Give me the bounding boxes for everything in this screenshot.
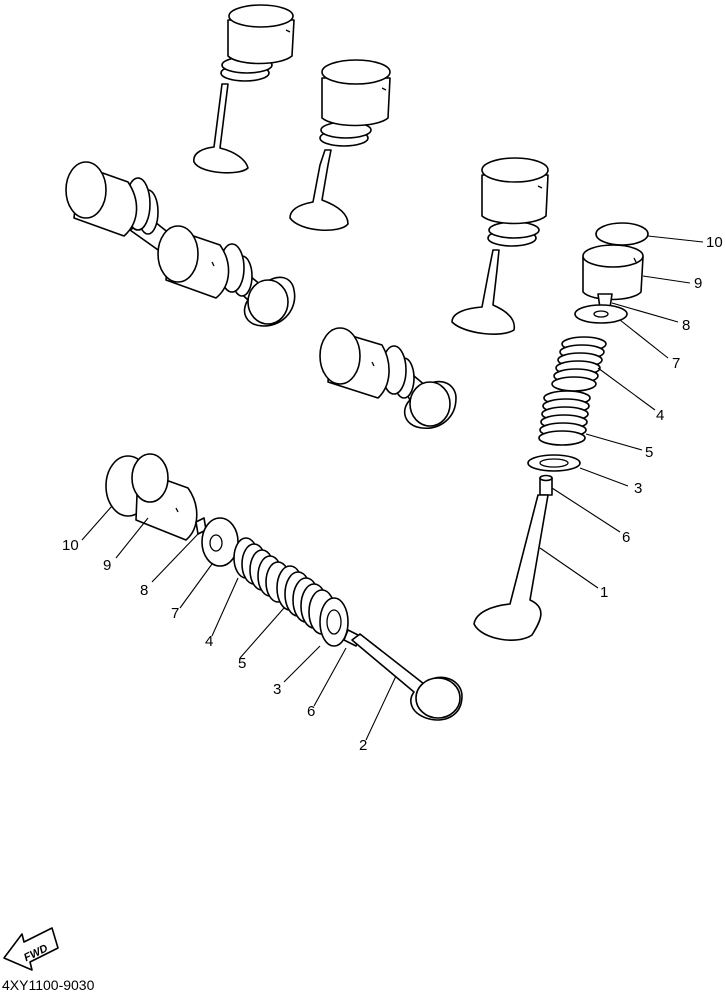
callout-right-stem-seal: 6 bbox=[622, 529, 630, 546]
spring-retainer-right bbox=[574, 304, 628, 324]
callout-right-inner-spring: 5 bbox=[645, 444, 653, 461]
callout-right-shim: 10 bbox=[706, 234, 723, 251]
exploded-assembly-right bbox=[473, 222, 649, 641]
spring-seat-right bbox=[527, 454, 581, 472]
valve-shim-right bbox=[595, 222, 649, 246]
callout-right-spring-seat: 3 bbox=[634, 480, 642, 497]
valve-assembly-upright-a bbox=[193, 4, 295, 174]
callout-left-valve: 2 bbox=[359, 737, 367, 754]
intake-valve-right bbox=[473, 494, 549, 641]
callout-right-lifter: 9 bbox=[694, 275, 702, 292]
valve-spring-outer-right bbox=[551, 336, 607, 392]
valve-assembly-tilted-f bbox=[319, 327, 457, 429]
callout-left-spring-seat: 3 bbox=[273, 681, 281, 698]
callout-right-outer-spring: 4 bbox=[656, 407, 664, 424]
callout-left-cotter: 8 bbox=[140, 582, 148, 599]
spring-seat-left bbox=[319, 597, 349, 647]
callouts-right: 10 9 8 7 4 5 3 6 1 bbox=[600, 234, 723, 601]
callout-left-shim: 10 bbox=[62, 537, 79, 554]
spring-retainer-left bbox=[201, 517, 239, 567]
callout-right-valve: 1 bbox=[600, 584, 608, 601]
valve-assembly-upright-b bbox=[289, 59, 391, 232]
callout-left-inner-spring: 5 bbox=[238, 655, 246, 672]
callouts-left: 10 9 8 7 4 5 3 6 2 bbox=[62, 537, 367, 754]
callout-right-retainer: 7 bbox=[672, 355, 680, 372]
valve-lifter-right bbox=[582, 256, 644, 301]
drawing-code: 4XY1100-9030 bbox=[2, 977, 95, 993]
valve-spring-inner-right bbox=[538, 390, 591, 446]
callout-left-lifter: 9 bbox=[103, 557, 111, 574]
leader-lines-left bbox=[81, 505, 397, 741]
exploded-assembly-left bbox=[105, 453, 463, 721]
fwd-marker: FWD bbox=[3, 927, 59, 971]
valve-assembly-tilted-e bbox=[157, 225, 296, 327]
callout-left-stem-seal: 6 bbox=[307, 703, 315, 720]
leader-lines-right bbox=[539, 235, 704, 589]
callout-right-cotter: 8 bbox=[682, 317, 690, 334]
valve-assembly-tilted-d bbox=[65, 161, 191, 263]
callout-left-retainer: 7 bbox=[171, 605, 179, 622]
callout-left-outer-spring: 4 bbox=[205, 633, 213, 650]
fwd-arrow-icon bbox=[3, 927, 59, 971]
valve-assembly-upright-c bbox=[451, 157, 549, 335]
